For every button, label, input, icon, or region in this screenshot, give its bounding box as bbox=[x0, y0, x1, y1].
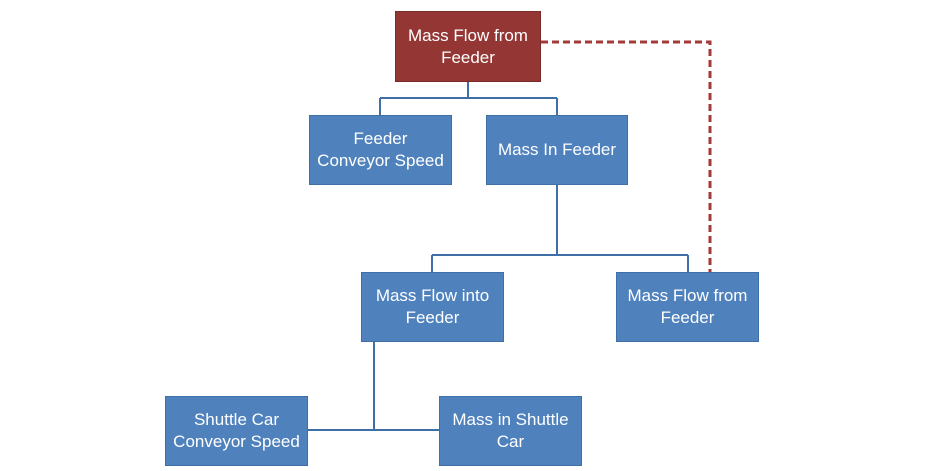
node-mass-flow-into-feeder-label: Mass Flow into Feeder bbox=[375, 286, 490, 327]
node-shuttle-car-conveyor-speed: Shuttle Car Conveyor Speed bbox=[165, 396, 308, 466]
node-mass-flow-from-feeder-label: Mass Flow from Feeder bbox=[627, 286, 748, 327]
node-root-label: Mass Flow from Feeder bbox=[408, 25, 528, 67]
edge-flowinto-to-level3 bbox=[308, 342, 439, 431]
node-mass-in-shuttle-car-label: Mass in Shuttle Car bbox=[452, 410, 569, 451]
node-feeder-conveyor-speed-label: Feeder Conveyor Speed bbox=[317, 129, 444, 170]
dashed-feedback-link bbox=[541, 40, 712, 272]
edge-massin-to-level2 bbox=[431, 185, 689, 272]
node-root: Mass Flow from Feeder bbox=[395, 11, 541, 82]
node-mass-in-shuttle-car: Mass in Shuttle Car bbox=[439, 396, 582, 466]
edge-root-to-level1 bbox=[379, 82, 558, 115]
node-mass-flow-from-feeder: Mass Flow from Feeder bbox=[616, 272, 759, 342]
node-shuttle-car-conveyor-speed-label: Shuttle Car Conveyor Speed bbox=[173, 410, 300, 451]
node-mass-flow-into-feeder: Mass Flow into Feeder bbox=[361, 272, 504, 342]
node-feeder-conveyor-speed: Feeder Conveyor Speed bbox=[309, 115, 452, 185]
node-mass-in-feeder-label: Mass In Feeder bbox=[497, 140, 617, 159]
node-mass-in-feeder: Mass In Feeder bbox=[486, 115, 628, 185]
